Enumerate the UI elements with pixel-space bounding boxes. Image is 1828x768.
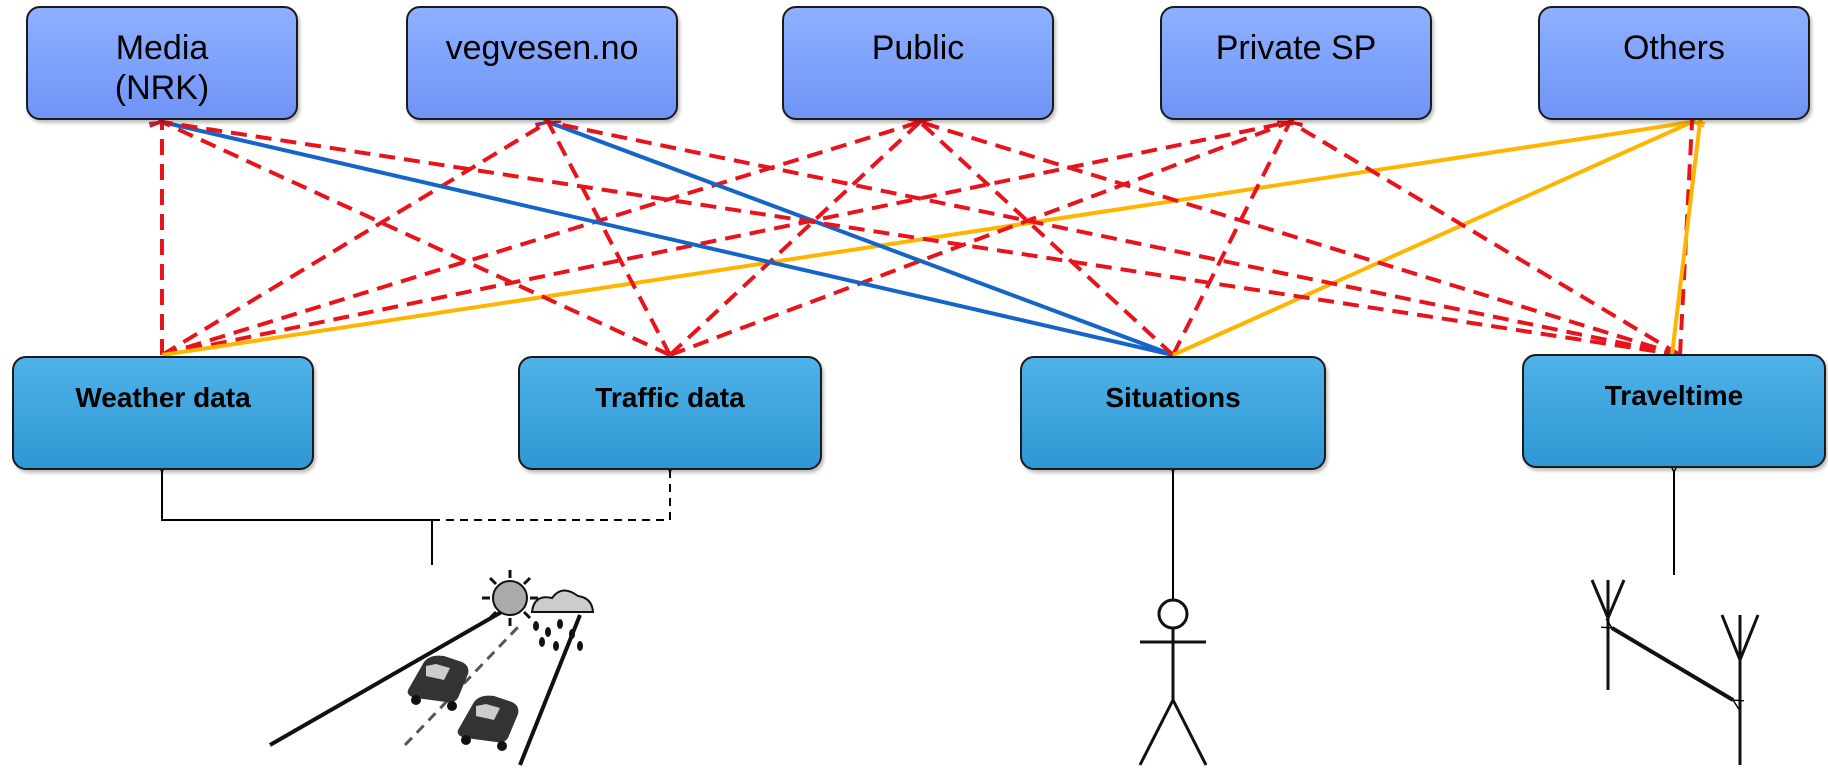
link-situations-to-media (149, 112, 1174, 357)
traffic-data-label: Traffic data (595, 382, 745, 413)
situations-label: Situations (1105, 382, 1241, 413)
car-icon (407, 655, 469, 711)
link-traveltime-to-others (1678, 109, 1700, 356)
weather-input-connector (156, 461, 433, 565)
link-traveltime-to-private (1277, 110, 1682, 357)
weather-data-label: Weather data (75, 382, 251, 413)
link-situations-to-vegvesen (535, 111, 1174, 357)
private-sp-label: Private SP (1215, 29, 1377, 67)
link-situations-to-private (1171, 109, 1302, 356)
traveltime-box: Traveltime (1522, 354, 1826, 468)
public-label: Public (871, 29, 965, 67)
link-traveltime-to-others (1670, 109, 1709, 356)
situations-box: Situations (1020, 356, 1326, 470)
traffic-data-box: Traffic data (518, 356, 822, 470)
weather-data-box: Weather data (12, 356, 314, 470)
person-icon (1138, 598, 1208, 766)
link-traffic-to-vegvesen (536, 109, 672, 356)
others-label: Others (1622, 29, 1726, 67)
public-box: Public (782, 6, 1054, 120)
link-traveltime-to-vegvesen (535, 112, 1681, 357)
traveltime-label: Traveltime (1604, 380, 1744, 411)
link-weather-to-public (161, 111, 933, 357)
link-weather-to-vegvesen (160, 110, 561, 357)
link-layer (149, 109, 1709, 357)
link-traffic-to-media (149, 110, 671, 357)
traffic-input-connector (432, 461, 676, 521)
link-traveltime-to-public (907, 111, 1681, 357)
link-situations-to-others (1172, 110, 1705, 357)
vegvesen-label: vegvesen.no (445, 29, 639, 67)
link-situations-to-public (907, 109, 1175, 357)
media-box: Media (NRK) (26, 6, 298, 120)
others-box: Others (1538, 6, 1810, 120)
car-icon (457, 695, 519, 751)
input-connectors (156, 461, 1680, 600)
link-traveltime-to-media (149, 113, 1681, 357)
link-traffic-to-private (669, 111, 1303, 357)
link-traffic-to-public (668, 109, 933, 357)
link-weather-to-private (161, 112, 1303, 357)
private-sp-box: Private SP (1160, 6, 1432, 120)
vegvesen-box: vegvesen.no (406, 6, 678, 120)
weather-sensor-icon (269, 570, 595, 766)
antenna-icon (1590, 579, 1760, 765)
media-label: Media (NRK) (114, 29, 210, 107)
